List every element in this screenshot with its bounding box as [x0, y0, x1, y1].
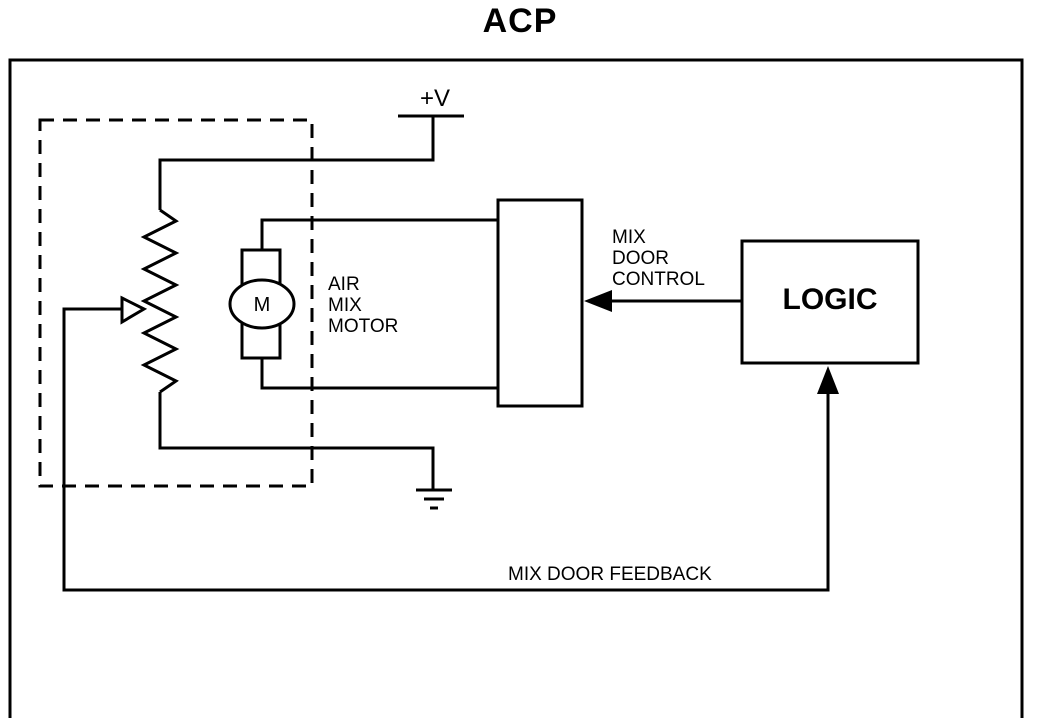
motor-driver-block: [496, 198, 584, 408]
actuator-housing: [38, 118, 314, 488]
supply-label: +V: [420, 85, 450, 112]
control-label-line: CONTROL: [612, 269, 705, 290]
motor-symbol: M: [254, 294, 271, 316]
logic-block: [740, 239, 920, 365]
logic-label: LOGIC: [783, 283, 878, 316]
diagram-title: ACP: [482, 2, 558, 40]
motor-icon: [228, 278, 296, 330]
feedback-arrow-icon: [817, 366, 839, 394]
motor-wire-top: [260, 218, 498, 250]
motor-label-line: MIX: [328, 295, 362, 316]
motor-wire-bottom: [260, 358, 498, 390]
ground-icon: [416, 488, 452, 510]
control-label-line: DOOR: [612, 248, 669, 269]
motor-label-line: MOTOR: [328, 316, 398, 337]
control-label: MIX DOOR CONTROL: [612, 227, 705, 290]
feedback-label: MIX DOOR FEEDBACK: [508, 564, 712, 585]
control-arrow-icon: [584, 290, 612, 312]
wiper-arrow-icon: [120, 295, 148, 325]
supply-wire: [158, 116, 435, 210]
control-label-line: MIX: [612, 227, 646, 248]
potentiometer-resistor: [140, 208, 180, 394]
feedback-wire: [62, 307, 830, 592]
ground-wire: [158, 392, 435, 490]
motor-label: AIR MIX MOTOR: [328, 274, 398, 337]
motor-label-line: AIR: [328, 274, 360, 295]
acp-enclosure: [8, 58, 1024, 718]
